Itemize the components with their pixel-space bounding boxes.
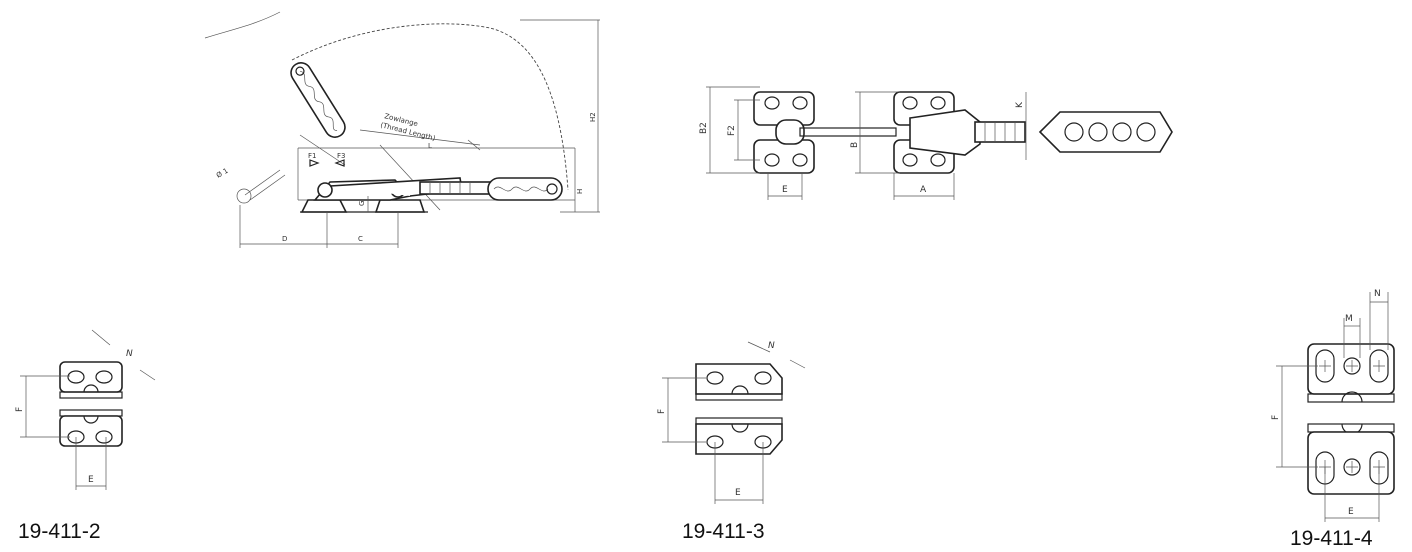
v4-f-label: F [1271,415,1281,420]
l-label: L [428,142,432,150]
b2-label: B2 [699,122,709,134]
v2-e-label: E [88,475,94,485]
c-label: C [358,235,363,243]
variant-19-411-2: F E N [15,329,156,490]
v4-m-label: M [1345,314,1353,324]
h2-label: H2 [589,112,597,122]
swing-arc [291,23,569,191]
base-left [300,199,348,213]
diameter-label: Ø 1 [215,167,230,180]
caption-19-411-4: 19-411-4 [1290,527,1373,550]
v2-n-label: N [126,349,133,359]
variant-19-411-4: F E M N [1271,289,1395,522]
e-label: E [782,185,788,195]
a-label: A [920,185,927,195]
handle-closed [487,177,563,201]
base-right [374,199,426,213]
v4-e-label: E [1348,507,1354,517]
v4-n-label: N [1374,289,1381,299]
f2-label: F2 [727,125,737,136]
f3-label: F3 [337,152,345,160]
b-label: B [850,142,860,148]
k-label: K [1015,101,1025,108]
top-handle [1038,111,1173,153]
caption-19-411-2: 19-411-2 [18,520,101,543]
handle-raised [290,62,346,138]
variant-19-411-3: F E N [657,341,806,504]
h-label: H [576,189,584,194]
v2-f-label: F [15,407,25,412]
v3-n-label: N [768,341,775,351]
d-label: D [282,235,287,243]
f1-label: F1 [308,152,316,160]
v3-e-label: E [735,488,741,498]
v3-f-label: F [657,409,667,414]
top-view: B2 F2 B E A K [699,86,1173,200]
side-view: Zowlange (Thread Length) L F1 F3 Ø 1 [204,11,600,248]
caption-19-411-3: 19-411-3 [682,520,765,543]
g-label: G [358,201,366,206]
